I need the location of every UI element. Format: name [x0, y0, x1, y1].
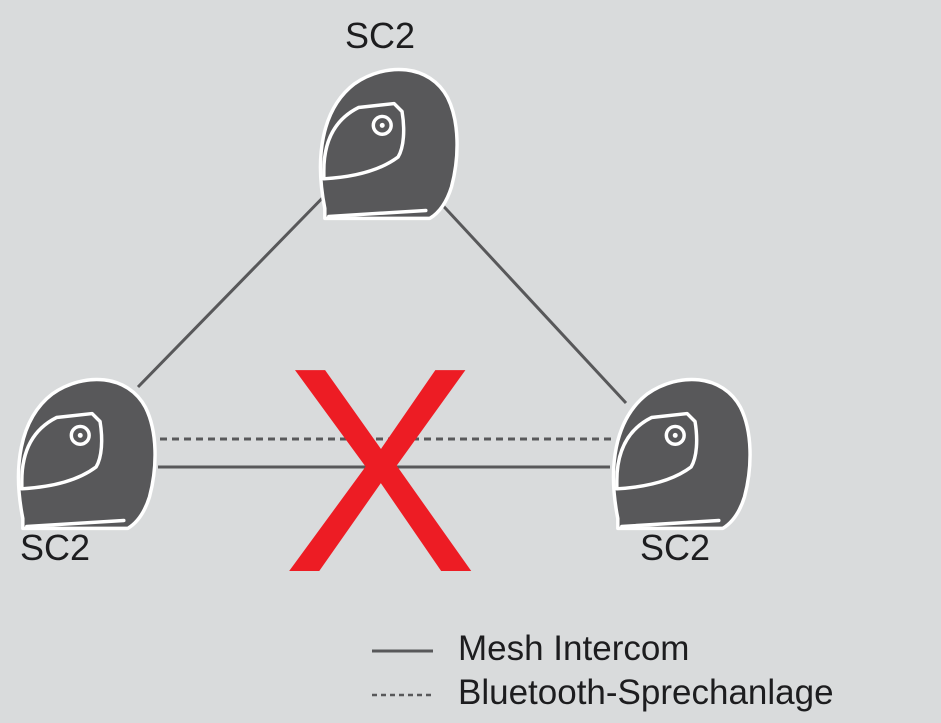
legend-bluetooth-label: Bluetooth-Sprechanlage [458, 673, 834, 712]
node-label-left: SC2 [20, 527, 91, 568]
helmet-icon [16, 377, 157, 531]
mesh-line-top-left [136, 180, 340, 389]
legend-mesh-label: Mesh Intercom [458, 629, 690, 668]
helmet-icon [318, 67, 459, 221]
cross-mark-icon: X [283, 307, 478, 633]
node-label-top: SC2 [345, 15, 416, 56]
mesh-line-top-right [420, 181, 628, 405]
helmet-icon [611, 377, 752, 531]
node-label-right: SC2 [640, 527, 711, 568]
